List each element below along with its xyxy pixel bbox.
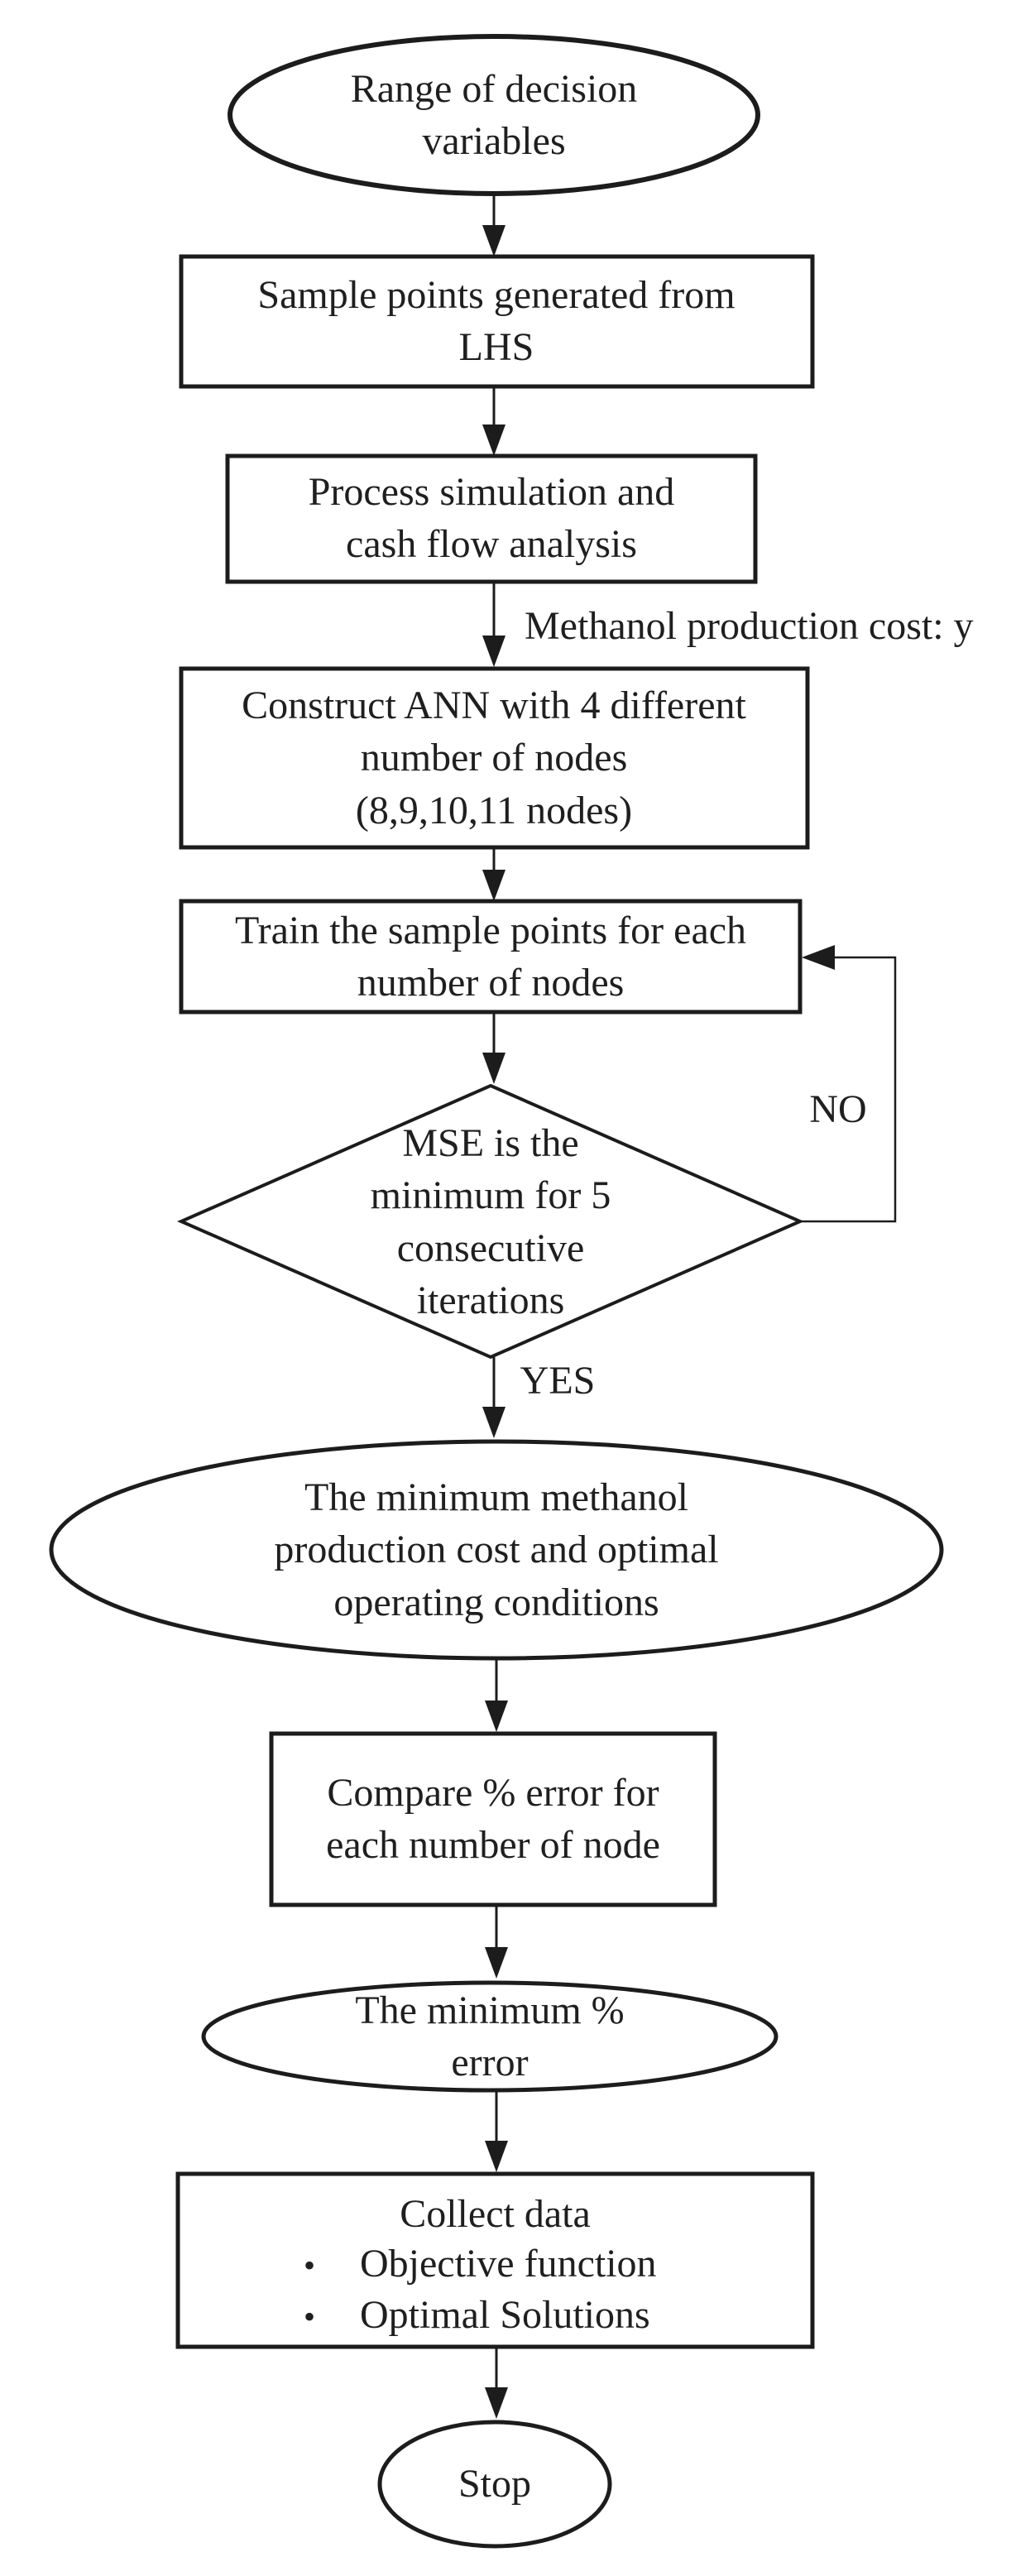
- arrow-simulation-to-ann: [482, 582, 506, 667]
- arrow-train-to-decision: [482, 1012, 506, 1084]
- collect-bullet-objective-text: Objective function: [360, 2242, 657, 2286]
- collect-title: Collect data: [400, 2192, 591, 2236]
- methanol-cost-edge-label: Methanol production cost: y: [525, 604, 974, 648]
- lhs-box: [179, 254, 815, 389]
- simulation-label: Process simulation and cash flow analysi…: [308, 470, 675, 567]
- start-label: Range of decision variables: [350, 67, 638, 164]
- arrow-ann-to-train: [482, 847, 506, 901]
- arrow-collect-to-stop: [485, 2347, 508, 2419]
- train-label: Train the sample points for each number …: [234, 909, 747, 1005]
- start-ellipse: [228, 34, 760, 196]
- arrow-decision-to-result: [482, 1357, 506, 1438]
- collect-bullet-optimal-text: Optimal Solutions: [360, 2293, 650, 2337]
- no-loop-line: [800, 945, 897, 1223]
- arrow-min-error-to-collect: [485, 2092, 508, 2172]
- mse-decision-diamond: [177, 1083, 804, 1360]
- min-error-label: The minimum % error: [355, 1988, 625, 2085]
- collect-bullet-objective: • Objective function: [178, 2239, 812, 2291]
- collect-bullet-optimal: • Optimal Solutions: [178, 2291, 812, 2342]
- arrow-result-to-compare: [485, 1660, 508, 1732]
- compare-label: Compare % error for each number of node: [326, 1771, 660, 1868]
- stop-ellipse: [377, 2420, 612, 2549]
- yes-branch-label: YES: [520, 1359, 596, 1403]
- arrow-lhs-to-simulation: [482, 386, 506, 456]
- compare-box: [269, 1731, 717, 1907]
- ann-box: [179, 666, 810, 850]
- stop-label: Stop: [458, 2462, 532, 2506]
- result-label: The minimum methanol production cost and…: [274, 1475, 719, 1624]
- no-branch-label: NO: [809, 1087, 867, 1131]
- collect-content: Collect data • Objective function • Opti…: [178, 2190, 812, 2342]
- arrow-start-to-lhs: [482, 195, 506, 257]
- mse-decision-label: MSE is the minimum for 5 consecutive ite…: [370, 1121, 611, 1323]
- train-box: [179, 899, 803, 1015]
- lhs-label: Sample points generated from LHS: [257, 273, 736, 370]
- min-error-ellipse: [201, 1980, 779, 2093]
- bullet-icon: •: [304, 2298, 316, 2335]
- collect-box: [175, 2171, 815, 2349]
- arrow-compare-to-min-error: [485, 1905, 508, 1979]
- result-ellipse: [49, 1439, 944, 1661]
- simulation-box: [225, 453, 758, 584]
- bullet-icon: •: [304, 2247, 316, 2284]
- ann-label: Construct ANN with 4 different number of…: [242, 684, 746, 832]
